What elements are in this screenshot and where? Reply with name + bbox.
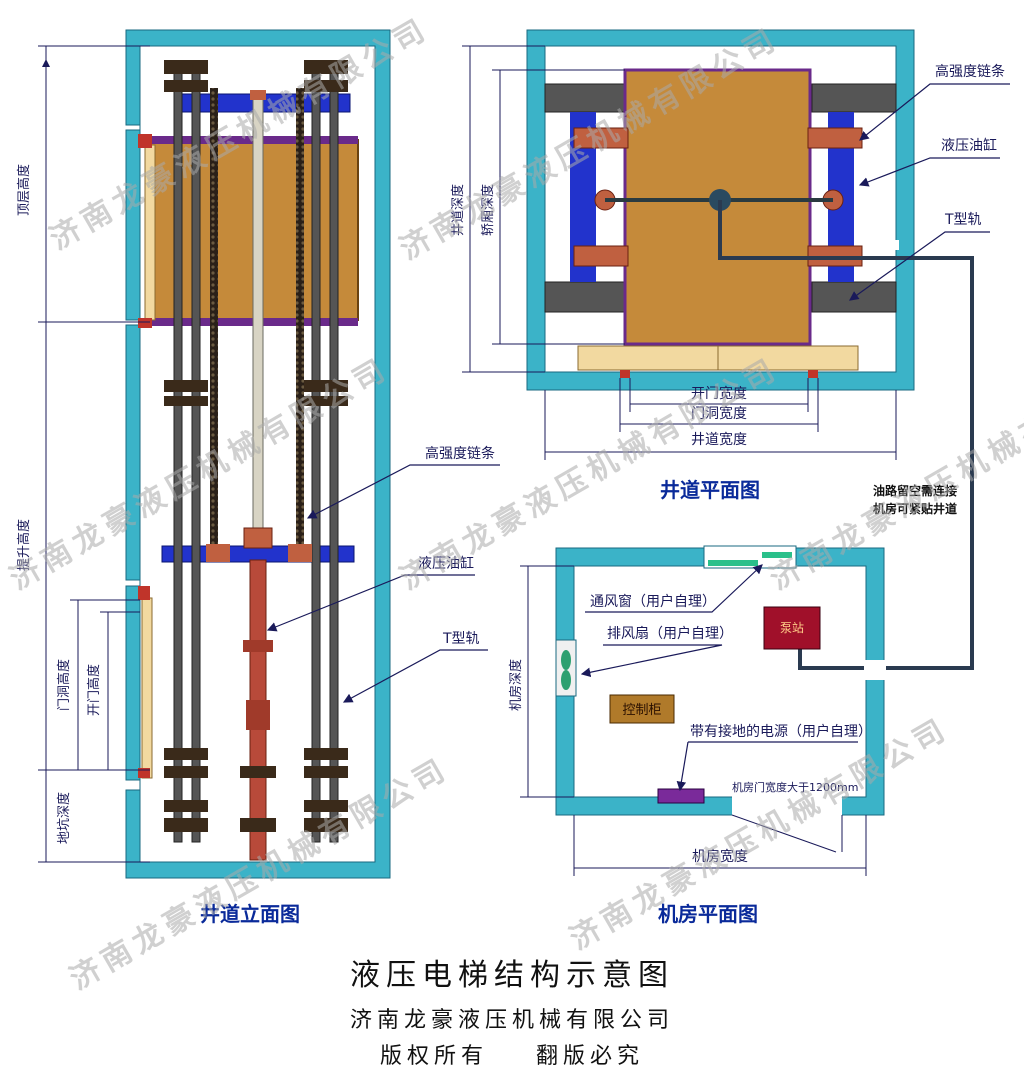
plan-leaders [849,83,1010,301]
plan-door-jamb-l [620,370,630,378]
center-column [252,91,264,543]
chain-left [210,88,218,548]
room-leaders [580,564,858,792]
cabinet-label: 控制柜 [622,703,661,718]
dim-door-height: 开门高度 [86,664,102,716]
exhaust-fan-icon [561,650,571,690]
plan-dimensions [462,45,897,460]
plan-door-right [717,345,859,371]
rail-right-outer [329,61,339,843]
pump-station [763,606,821,650]
control-cabinet [609,694,675,724]
plan-door-jamb-r [808,370,818,378]
oil-line [718,200,974,670]
company-name: 济南龙豪液压机械有限公司 [349,1008,674,1033]
sheave-right [288,544,312,562]
shaft-elevation: 顶层高度 提升高度 门洞高度 开门高度 地坑深度 高强度链条 液压油缸 T型轨 [16,29,500,879]
room-title: 机房平面图 [658,902,758,926]
elevation-leaders [266,464,500,703]
plan-rail-blocks [544,83,897,313]
dim-shaft-depth: 井道深度 [450,184,466,236]
door-block-mid [138,318,152,328]
room-door-swing [731,814,843,853]
room-wall [555,547,885,816]
rail-left-inner [191,61,201,843]
door-note: 机房门宽度大于1200mm [732,780,858,794]
pump-label: 泵站 [780,621,804,635]
plan-callout-chain: 高强度链条 [935,63,1005,80]
door-block-top [138,134,152,148]
callout-cylinder: 液压油缸 [418,555,474,572]
vent-window-bar [708,560,758,566]
oil-note-2: 机房可紧贴井道 [873,501,957,516]
cylinder-head [243,527,273,549]
main-title: 液压电梯结构示意图 [350,958,674,993]
car-door-upper [144,144,156,321]
room-door-gap [732,795,842,817]
door-block-bottom [138,768,150,778]
rail-left-outer [173,61,183,843]
cylinder-bulge-2 [246,700,270,730]
copyright-notice: 版权所有 翻版必究 [380,1044,644,1069]
elevation-title: 井道立面图 [200,902,300,926]
rail-brackets [164,60,348,832]
chain-right [296,88,304,548]
plan-gap-right [893,240,899,250]
column-cap [250,90,266,100]
dim-room-width: 机房宽度 [692,848,748,865]
landing-door [141,597,153,779]
plan-callout-rail: T型轨 [944,212,982,228]
vent-window-label: 通风窗（用户自理） [590,593,716,610]
room-dimensions [520,565,867,876]
plan-title: 井道平面图 [660,478,760,502]
rail-right-inner [311,61,321,843]
door-block-low [138,586,150,600]
dim-door-opening-width: 门洞宽度 [691,405,747,422]
dim-car-depth: 轿厢深度 [480,184,496,236]
callout-rail: T型轨 [442,631,480,647]
power-supply-label: 带有接地的电源（用户自理） [690,723,872,740]
plan-wall [526,29,915,391]
room-right-gap [864,660,886,680]
dim-door-opening-height: 门洞高度 [56,659,72,711]
oil-note-1: 油路留空需连接 [873,483,957,498]
dim-shaft-width: 井道宽度 [691,431,747,448]
machine-room-plan: 泵站 控制柜 通风窗（用户自理） 排风扇（用户自理） 带有接地的电源（用户自理）… [508,545,886,876]
dim-door-width: 开门宽度 [691,385,747,402]
dim-travel-height: 提升高度 [16,519,32,571]
sheave-left [206,544,230,562]
exhaust-fan-label: 排风扇（用户自理） [607,625,733,642]
elevation-dimensions [38,45,150,863]
shaft-plan: 井道深度 轿厢深度 开门宽度 门洞宽度 井道宽度 高强度链条 液压油缸 T型轨 … [450,29,1010,670]
vent-window-bar2 [762,552,792,558]
plan-door-left [577,345,719,371]
cylinder-bulge-1 [243,640,273,652]
dim-top-floor-height: 顶层高度 [16,164,32,216]
callout-chain: 高强度链条 [425,445,495,462]
dim-room-depth: 机房深度 [508,659,524,711]
plan-callout-cylinder: 液压油缸 [941,137,997,154]
power-supply [657,788,705,804]
dim-pit-depth: 地坑深度 [56,792,72,844]
